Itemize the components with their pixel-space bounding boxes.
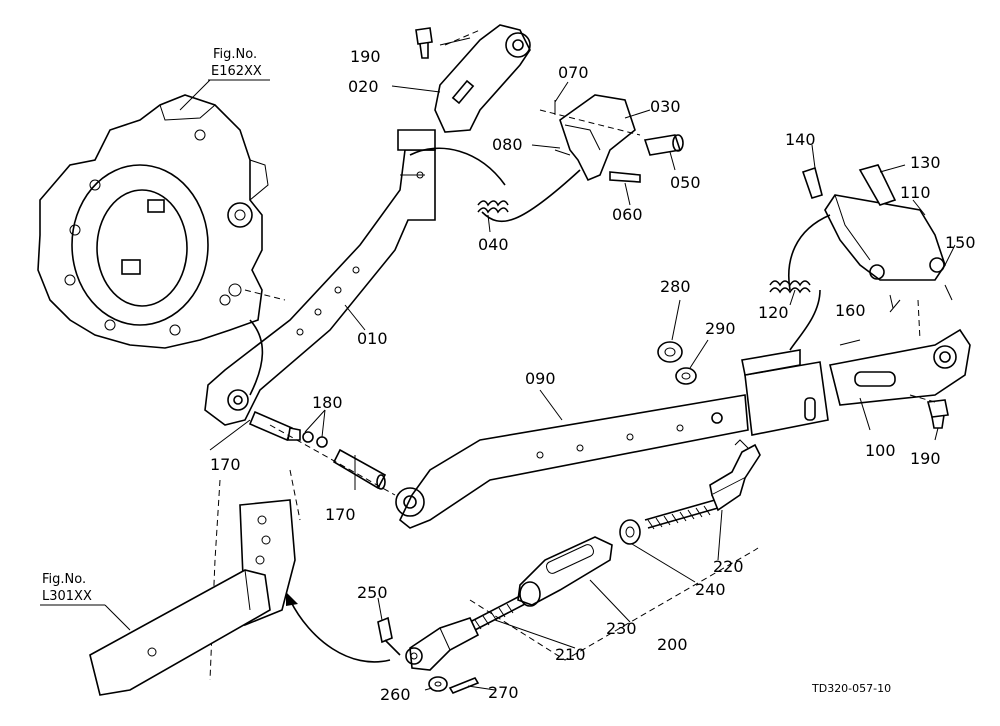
drawing-code: TD320-057-10 [811, 682, 891, 695]
bracket-030 [539, 94, 684, 183]
label-130: 130 [910, 153, 941, 172]
label-260: 260 [380, 685, 411, 704]
washer-290 [675, 367, 697, 385]
label-090: 090 [525, 369, 556, 388]
label-170-left: 170 [210, 455, 241, 474]
label-150: 150 [945, 233, 976, 252]
label-180: 180 [312, 393, 343, 412]
label-250: 250 [357, 583, 388, 602]
lift-rod-090 [395, 349, 829, 529]
label-120: 120 [758, 303, 789, 322]
label-100: 100 [865, 441, 896, 460]
clevis-100 [829, 328, 971, 406]
label-190-right: 190 [910, 449, 941, 468]
label-110: 110 [900, 183, 931, 202]
label-190-top: 190 [350, 47, 381, 66]
transmission-housing [37, 94, 286, 349]
turnbuckle-assembly [377, 439, 761, 694]
label-140: 140 [785, 130, 816, 149]
lower-bracket [89, 469, 301, 696]
bolt-190-right [909, 394, 949, 429]
label-200: 200 [657, 635, 688, 654]
label-280: 280 [660, 277, 691, 296]
bracket-020 [434, 24, 531, 133]
spring-040 [409, 147, 581, 223]
bracket-110 [769, 164, 953, 351]
ref-bottom-prefix: Fig.No. [42, 572, 86, 587]
pins-170-180 [248, 410, 396, 496]
label-210: 210 [555, 645, 586, 664]
label-080: 080 [492, 135, 523, 154]
label-270: 270 [488, 683, 519, 702]
label-170-right: 170 [325, 505, 356, 524]
label-220: 220 [713, 557, 744, 576]
label-290: 290 [705, 319, 736, 338]
label-240: 240 [695, 580, 726, 599]
label-230: 230 [606, 619, 637, 638]
label-050: 050 [670, 173, 701, 192]
label-020: 020 [348, 77, 379, 96]
ref-top-prefix: Fig.No. [213, 47, 257, 62]
label-070: 070 [558, 63, 589, 82]
bolt-190-top [415, 27, 433, 59]
label-060: 060 [612, 205, 643, 224]
label-030: 030 [650, 97, 681, 116]
ref-bottom-code: L301XX [42, 589, 92, 604]
ref-top-code: E162XX [211, 64, 262, 79]
label-010: 010 [357, 329, 388, 348]
label-160: 160 [835, 301, 866, 320]
nut-280 [657, 341, 683, 363]
label-040: 040 [478, 235, 509, 254]
